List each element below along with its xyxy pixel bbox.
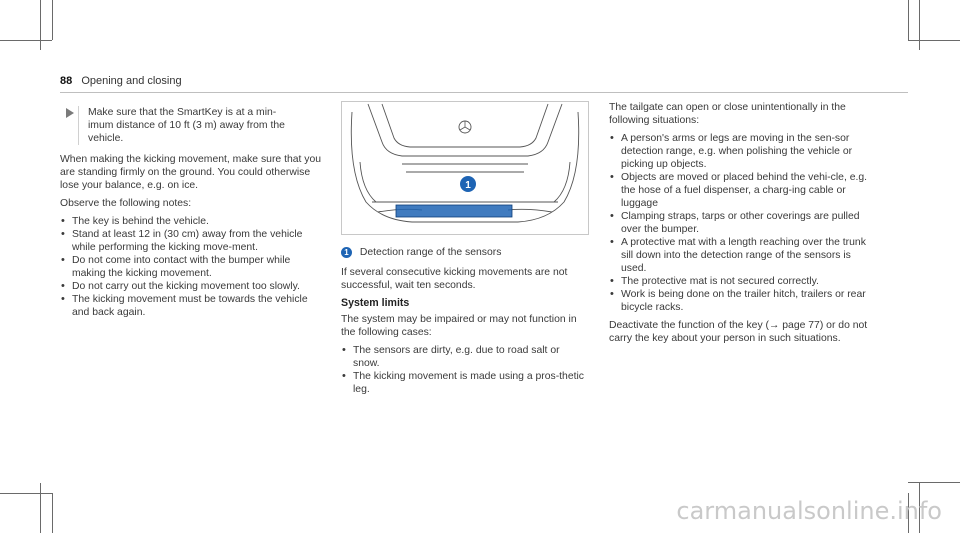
crop-mark xyxy=(0,493,52,494)
list-item: Objects are moved or placed behind the v… xyxy=(609,171,871,210)
list-item: Do not come into contact with the bumper… xyxy=(60,254,322,280)
note-divider xyxy=(78,106,79,145)
crop-mark xyxy=(908,493,909,533)
list-item: Do not carry out the kicking movement to… xyxy=(60,280,322,293)
list-item: Work is being done on the trailer hitch,… xyxy=(609,288,871,314)
callout-badge xyxy=(460,176,476,192)
crop-mark xyxy=(52,493,53,533)
paragraph: Deactivate the function of the key (→ pa… xyxy=(609,320,868,344)
limits-list: The sensors are dirty, e.g. due to road … xyxy=(341,344,589,396)
figure-caption: 1 Detection range of the sensors xyxy=(341,247,501,258)
middle-column: If several consecutive kicking movements… xyxy=(341,266,589,401)
crop-mark xyxy=(919,483,920,533)
list-item: Clamping straps, tarps or other covering… xyxy=(609,210,871,236)
list-item: A person's arms or legs are moving in th… xyxy=(609,132,871,171)
page-header: 88 Opening and closing xyxy=(60,75,182,87)
crop-mark xyxy=(0,40,52,41)
watermark-text: carmanualsonline.info xyxy=(676,497,942,525)
right-column: The tailgate can open or close unintenti… xyxy=(609,101,871,350)
caption-text: Detection range of the sensors xyxy=(359,247,502,258)
crop-mark xyxy=(40,0,41,50)
note-box: Make sure that the SmartKey is at a min-… xyxy=(60,106,322,145)
list-item: The sensors are dirty, e.g. due to road … xyxy=(341,344,589,370)
play-triangle-icon xyxy=(66,108,74,118)
list-item: The kicking movement must be towards the… xyxy=(60,293,322,319)
header-divider xyxy=(60,92,908,93)
crop-mark xyxy=(52,0,53,40)
situations-list: A person's arms or legs are moving in th… xyxy=(609,132,871,314)
section-heading: System limits xyxy=(341,297,410,309)
crop-mark xyxy=(919,0,920,50)
vehicle-rear-drawing: 1 xyxy=(350,103,580,223)
callout-badge-number: 1 xyxy=(465,180,471,191)
paragraph: Observe the following notes: xyxy=(60,198,192,209)
paragraph: The tailgate can open or close unintenti… xyxy=(609,102,846,126)
sensor-detection-range xyxy=(396,205,512,217)
paragraph: If several consecutive kicking movements… xyxy=(341,267,568,291)
crop-mark xyxy=(908,482,960,483)
section-title: Opening and closing xyxy=(81,75,182,87)
list-item: The key is behind the vehicle. xyxy=(60,215,322,228)
list-item: The kicking movement is made using a pro… xyxy=(341,370,589,396)
crop-mark xyxy=(908,40,960,41)
note-text: Make sure that the SmartKey is at a min-… xyxy=(88,107,285,144)
notes-list: The key is behind the vehicle. Stand at … xyxy=(60,215,322,319)
page-number: 88 xyxy=(60,75,73,87)
list-item: A protective mat with a length reaching … xyxy=(609,236,871,275)
list-item: Stand at least 12 in (30 cm) away from t… xyxy=(60,228,322,254)
paragraph: The system may be impaired or may not fu… xyxy=(341,314,577,338)
paragraph: When making the kicking movement, make s… xyxy=(60,154,322,191)
list-item: The protective mat is not secured correc… xyxy=(609,275,871,288)
vehicle-rear-illustration: 1 xyxy=(341,101,589,235)
caption-badge: 1 xyxy=(341,247,352,258)
left-column: Make sure that the SmartKey is at a min-… xyxy=(60,106,322,324)
crop-mark xyxy=(40,483,41,533)
crop-mark xyxy=(908,0,909,40)
